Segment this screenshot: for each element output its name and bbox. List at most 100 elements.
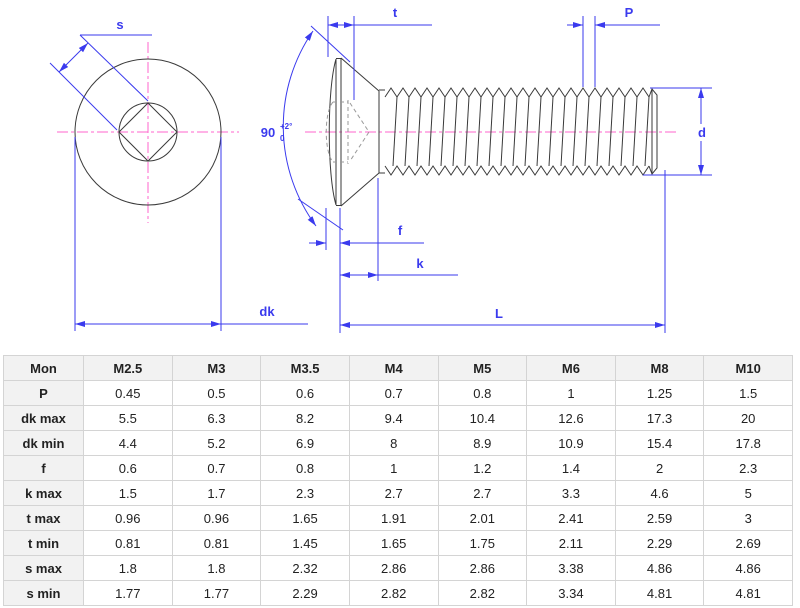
table-cell: 17.3 [614, 405, 705, 431]
row-label: dk max [3, 405, 84, 431]
socket-hidden-lines [325, 100, 370, 164]
table-cell: 2.32 [260, 555, 350, 581]
table-cell: 10.4 [437, 405, 528, 431]
table-cell: 9.4 [348, 405, 439, 431]
row-label: P [3, 380, 84, 406]
table-cell: 0.7 [348, 380, 439, 406]
table-cell: 4.4 [83, 430, 173, 456]
table-cell: 0.81 [171, 530, 262, 556]
column-header-m2.5: M2.5 [83, 355, 173, 381]
technical-drawing: s dk [49, 5, 712, 333]
table-cell: 0.96 [83, 505, 173, 531]
front-view-outline [74, 58, 222, 206]
column-header-m6: M6 [526, 355, 616, 381]
table-cell: 2.11 [526, 530, 616, 556]
column-header-m5: M5 [437, 355, 528, 381]
table-cell: 2.3 [260, 480, 350, 506]
dimension-l: L [340, 170, 666, 333]
table-cell: 1.65 [348, 530, 439, 556]
column-header-m3: M3 [171, 355, 262, 381]
table-cell: 17.8 [703, 430, 793, 456]
table-cell: 2.82 [437, 580, 528, 606]
table-cell: 3.38 [526, 555, 616, 581]
table-cell: 3.3 [526, 480, 616, 506]
table-cell: 2.29 [614, 530, 705, 556]
side-view-head-outline [328, 57, 385, 207]
table-cell: 2.86 [437, 555, 528, 581]
dimension-label-p: P [625, 5, 634, 20]
table-cell: 20 [703, 405, 793, 431]
thread-profile [384, 87, 650, 176]
table-cell: 12.6 [526, 405, 616, 431]
table-cell: 15.4 [614, 430, 705, 456]
row-label: s max [3, 555, 84, 581]
column-header-m4: M4 [348, 355, 439, 381]
column-header-mon: Mon [3, 355, 84, 381]
dimension-d: d [643, 87, 712, 176]
table-cell: 2.69 [703, 530, 793, 556]
table-cell: 2.86 [348, 555, 439, 581]
table-cell: 2.3 [703, 455, 793, 481]
table-cell: 4.86 [703, 555, 793, 581]
table-cell: 2.7 [437, 480, 528, 506]
dimension-angle-90: 90 +2° 0 [261, 25, 351, 231]
column-header-m3.5: M3.5 [260, 355, 350, 381]
dimension-p: P [567, 5, 660, 87]
table-cell: 0.45 [83, 380, 173, 406]
table-cell: 8 [348, 430, 439, 456]
table-cell: 1.5 [83, 480, 173, 506]
table-cell: 3.34 [526, 580, 616, 606]
table-cell: 0.96 [171, 505, 262, 531]
table-cell: 2.01 [437, 505, 528, 531]
dimension-dk: dk [74, 137, 308, 331]
dimension-label-d: d [698, 125, 706, 140]
table-cell: 1.91 [348, 505, 439, 531]
row-label: s min [3, 580, 84, 606]
table-cell: 4.81 [614, 580, 705, 606]
screw-tip-outline [648, 88, 658, 175]
angle-tolerance-upper: +2° [280, 122, 292, 131]
table-cell: 2.7 [348, 480, 439, 506]
dimension-label-dk: dk [259, 304, 275, 319]
table-cell: 1.5 [703, 380, 793, 406]
table-cell: 1 [526, 380, 616, 406]
table-cell: 6.3 [171, 405, 262, 431]
dimension-t: t [327, 5, 432, 100]
table-cell: 2.59 [614, 505, 705, 531]
dimension-k: k [340, 178, 458, 281]
column-header-m10: M10 [703, 355, 793, 381]
table-cell: 1.25 [614, 380, 705, 406]
table-cell: 1.8 [83, 555, 173, 581]
table-cell: 1.75 [437, 530, 528, 556]
dimension-label-t: t [393, 5, 398, 20]
table-cell: 4.81 [703, 580, 793, 606]
table-cell: 6.9 [260, 430, 350, 456]
table-cell: 0.8 [260, 455, 350, 481]
row-label: t min [3, 530, 84, 556]
table-cell: 2.29 [260, 580, 350, 606]
table-cell: 1.8 [171, 555, 262, 581]
table-cell: 1.45 [260, 530, 350, 556]
table-cell: 5.5 [83, 405, 173, 431]
table-cell: 2 [614, 455, 705, 481]
dimension-label-s: s [116, 17, 123, 32]
column-header-m8: M8 [614, 355, 705, 381]
table-cell: 0.6 [260, 380, 350, 406]
table-cell: 4.86 [614, 555, 705, 581]
table-cell: 8.9 [437, 430, 528, 456]
table-cell: 2.41 [526, 505, 616, 531]
table-cell: 0.6 [83, 455, 173, 481]
table-cell: 5 [703, 480, 793, 506]
angle-value-label: 90 [261, 125, 275, 140]
